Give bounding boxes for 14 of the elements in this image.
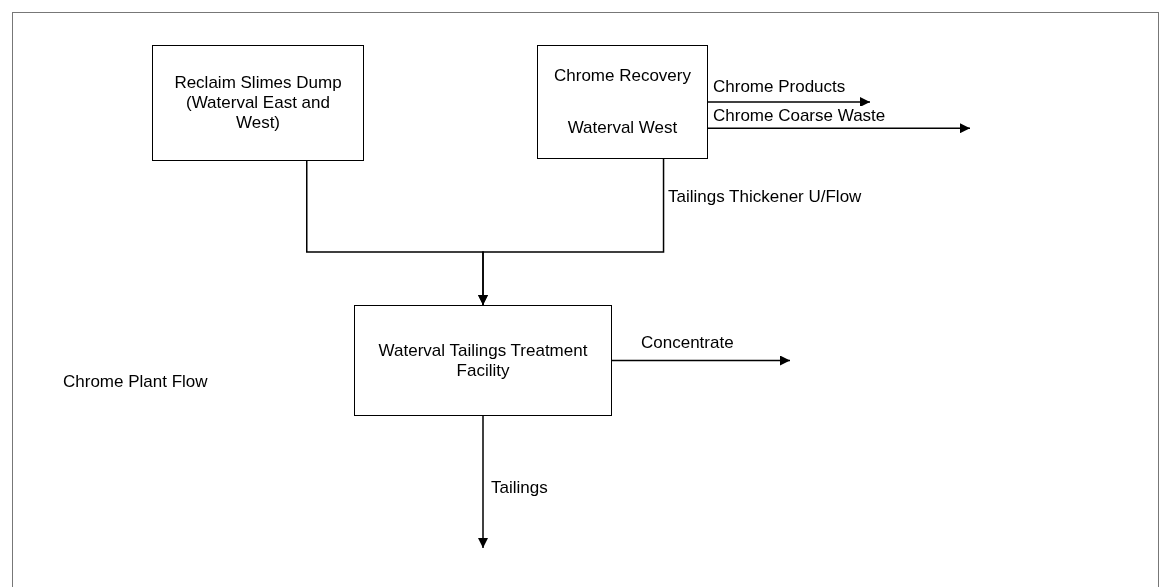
box-text: Chrome Recovery: [554, 66, 691, 86]
edge-label: Tailings Thickener U/Flow: [667, 187, 863, 206]
box-text: Waterval West: [567, 118, 678, 138]
flow-arrow: [611, 355, 791, 366]
flow-arrow: [478, 158, 665, 306]
flow-arrow: [478, 415, 488, 549]
flow-arrow: [707, 123, 971, 134]
box-text: Waterval Tailings Treatment Facility: [377, 340, 589, 381]
process-box: [537, 45, 708, 159]
box-text: Reclaim Slimes Dump (Waterval East and West): [173, 73, 343, 133]
flow-arrow: [707, 97, 871, 107]
process-box: [152, 45, 364, 161]
process-box: [354, 305, 612, 416]
edge-label: Tailings: [490, 478, 549, 497]
